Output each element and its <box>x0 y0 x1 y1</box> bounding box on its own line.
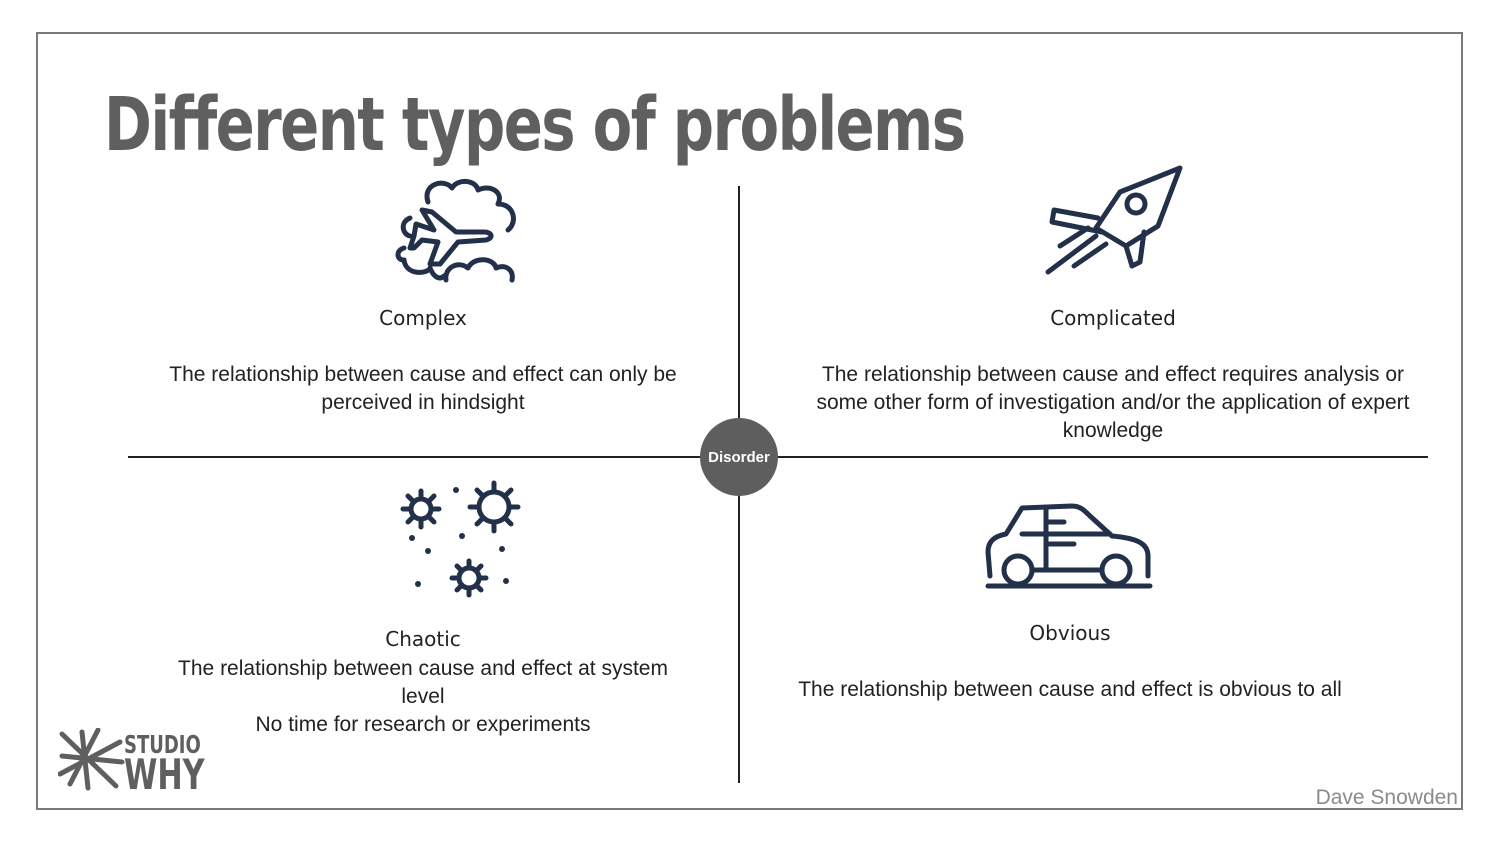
chaotic-description-line: No time for research or experiments <box>255 713 591 736</box>
complicated-label: Complicated <box>1050 306 1176 330</box>
chaotic-label: Chaotic <box>385 627 461 651</box>
logo-line-2: WHY <box>124 750 205 799</box>
chaotic-description-line: level <box>401 685 445 708</box>
complicated-description-line: knowledge <box>1062 419 1164 442</box>
complicated-description: The relationship between cause and effec… <box>816 361 1409 445</box>
studio-why-logo: STUDIO WHY <box>57 727 205 799</box>
complicated-description-line: some other form of investigation and/or … <box>816 391 1410 414</box>
disorder-circle: Disorder <box>700 418 778 496</box>
slide-frame <box>36 32 1463 810</box>
car-icon <box>985 503 1153 589</box>
rocket-icon <box>1045 165 1183 275</box>
gears-scattered-icon <box>400 480 521 598</box>
complex-description-line: The relationship between cause and effec… <box>169 363 677 386</box>
slide-title: Different types of problems <box>104 82 966 168</box>
obvious-label: Obvious <box>1029 621 1111 645</box>
credit-text: Dave Snowden <box>1315 786 1458 809</box>
horizontal-axis <box>128 456 1428 458</box>
complex-description: The relationship between cause and effec… <box>169 361 676 417</box>
obvious-description-line: The relationship between cause and effec… <box>798 678 1342 701</box>
chaotic-description-line: The relationship between cause and effec… <box>178 657 668 680</box>
logo-mark-icon <box>57 727 125 791</box>
complex-label: Complex <box>379 306 467 330</box>
airplane-clouds-icon <box>395 179 516 283</box>
complicated-description-line: The relationship between cause and effec… <box>821 363 1405 386</box>
obvious-description: The relationship between cause and effec… <box>798 676 1342 704</box>
complex-description-line: perceived in hindsight <box>321 391 525 414</box>
disorder-label: Disorder <box>708 448 770 466</box>
chaotic-description: The relationship between cause and effec… <box>178 655 668 739</box>
logo-line-1: STUDIO <box>124 730 201 759</box>
